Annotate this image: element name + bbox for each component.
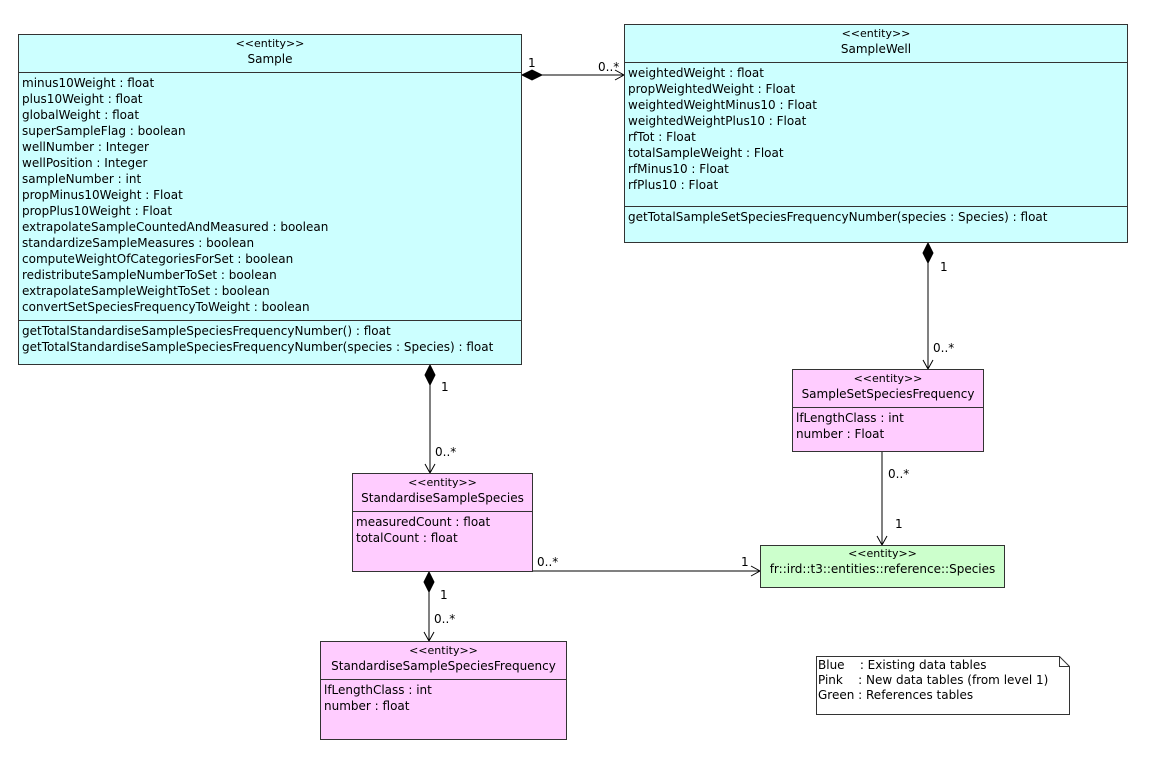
multiplicity-label: 1 (441, 380, 449, 394)
attribute: wellPosition : Integer (22, 156, 148, 170)
class-samplesetspeciesfrequency-header: <<entity>> SampleSetSpeciesFrequency (793, 370, 983, 408)
legend-lines: Blue : Existing data tables Pink : New d… (818, 658, 1048, 703)
attribute: number : float (324, 699, 410, 713)
composition-diamond-sample-std (424, 363, 436, 387)
multiplicity-label: 1 (528, 56, 536, 70)
stereotype-label: <<entity>> (853, 372, 923, 385)
attribute: globalWeight : float (22, 108, 140, 122)
multiplicity-label: 1 (741, 555, 749, 569)
attribute: lfLengthClass : int (796, 411, 904, 425)
multiplicity-label: 0..* (435, 445, 457, 459)
legend-line-pink: Pink : New data tables (from level 1) (818, 673, 1049, 687)
multiplicity-label: 1 (440, 588, 448, 602)
attribute: rfMinus10 : Float (628, 162, 729, 176)
class-name: StandardiseSampleSpeciesFrequency (331, 659, 556, 673)
attribute: totalSampleWeight : Float (628, 146, 784, 160)
composition-diamond-samplewell-setfreq (922, 241, 934, 265)
composition-diamond-sample-samplewell (520, 69, 544, 81)
legend-note: Blue : Existing data tables Pink : New d… (816, 656, 1070, 715)
multiplicity-label: 1 (940, 260, 948, 274)
attribute: rfPlus10 : Float (628, 178, 719, 192)
class-samplesetspeciesfrequency[interactable]: <<entity>> SampleSetSpeciesFrequency lfL… (792, 369, 984, 452)
attribute-compartment: lfLengthClass : int number : float (321, 680, 566, 719)
class-name: SampleWell (840, 42, 912, 56)
attribute-compartment: lfLengthClass : int number : Float (793, 408, 983, 447)
attribute: weightedWeightPlus10 : Float (628, 114, 807, 128)
class-name: fr::ird::t3::entities::reference::Specie… (769, 562, 996, 576)
attribute: extrapolateSampleWeightToSet : boolean (22, 284, 270, 298)
attribute: superSampleFlag : boolean (22, 124, 186, 138)
stereotype-label: <<entity>> (235, 37, 305, 50)
attribute: totalCount : float (356, 531, 458, 545)
attribute: convertSetSpeciesFrequencyToWeight : boo… (22, 300, 310, 314)
multiplicity-label: 0..* (888, 467, 910, 481)
class-standardisesamplespeciesfrequency[interactable]: <<entity>> StandardiseSampleSpeciesFrequ… (320, 641, 567, 740)
multiplicity-label: 0..* (598, 60, 620, 74)
class-sample[interactable]: <<entity>> Sample minus10Weight : float … (18, 34, 522, 365)
class-standardisesamplespeciesfrequency-header: <<entity>> StandardiseSampleSpeciesFrequ… (321, 642, 566, 680)
attribute: minus10Weight : float (22, 76, 155, 90)
composition-diamond-std-stdfreq (423, 570, 435, 594)
attribute-compartment: measuredCount : float totalCount : float (353, 512, 532, 551)
multiplicity-label: 0..* (537, 555, 559, 569)
stereotype-label: <<entity>> (841, 27, 911, 40)
class-species-header: <<entity>> fr::ird::t3::entities::refere… (761, 546, 1004, 578)
operation: getTotalSampleSetSpeciesFrequencyNumber(… (628, 210, 1048, 224)
attribute: rfTot : Float (628, 130, 696, 144)
multiplicity-label: 0..* (933, 341, 955, 355)
stereotype-label: <<entity>> (848, 547, 917, 560)
attribute-compartment: weightedWeight : float propWeightedWeigh… (625, 63, 1127, 206)
class-samplewell-header: <<entity>> SampleWell (625, 25, 1127, 63)
class-samplewell[interactable]: <<entity>> SampleWell weightedWeight : f… (624, 24, 1128, 243)
attribute: propWeightedWeight : Float (628, 82, 796, 96)
class-sample-header: <<entity>> Sample (19, 35, 521, 73)
attribute: wellNumber : Integer (22, 140, 149, 154)
attribute: sampleNumber : int (22, 172, 142, 186)
attribute: number : Float (796, 427, 885, 441)
class-name: Sample (247, 52, 293, 66)
operation-compartment: getTotalSampleSetSpeciesFrequencyNumber(… (625, 206, 1127, 228)
class-standardisesamplespecies[interactable]: <<entity>> StandardiseSampleSpecies meas… (352, 473, 533, 572)
note-shape (816, 656, 1070, 715)
attribute: plus10Weight : float (22, 92, 143, 106)
operation-compartment: getTotalStandardiseSampleSpeciesFrequenc… (19, 320, 521, 358)
stereotype-label: <<entity>> (408, 476, 477, 489)
attribute: lfLengthClass : int (324, 683, 432, 697)
attribute: redistributeSampleNumberToSet : boolean (22, 268, 277, 282)
attribute: propPlus10Weight : Float (22, 204, 173, 218)
attribute: standardizeSampleMeasures : boolean (22, 236, 255, 250)
operation: getTotalStandardiseSampleSpeciesFrequenc… (22, 340, 494, 354)
attribute: weightedWeightMinus10 : Float (628, 98, 817, 112)
attribute: propMinus10Weight : Float (22, 188, 183, 202)
multiplicity-label: 0..* (434, 612, 456, 626)
class-name: StandardiseSampleSpecies (361, 491, 524, 505)
legend-line-green: Green : References tables (818, 688, 974, 702)
attribute: measuredCount : float (356, 515, 491, 529)
attribute: extrapolateSampleCountedAndMeasured : bo… (22, 220, 329, 234)
stereotype-label: <<entity>> (409, 644, 478, 657)
class-species-reference[interactable]: <<entity>> fr::ird::t3::entities::refere… (760, 545, 1005, 588)
operation: getTotalStandardiseSampleSpeciesFrequenc… (22, 324, 391, 338)
class-name: SampleSetSpeciesFrequency (801, 387, 975, 401)
legend-line-blue: Blue : Existing data tables (818, 658, 987, 672)
attribute-compartment: minus10Weight : float plus10Weight : flo… (19, 73, 521, 320)
class-standardisesamplespecies-header: <<entity>> StandardiseSampleSpecies (353, 474, 532, 512)
multiplicity-label: 1 (895, 517, 903, 531)
attribute: computeWeightOfCategoriesForSet : boolea… (22, 252, 294, 266)
attribute: weightedWeight : float (628, 66, 764, 80)
